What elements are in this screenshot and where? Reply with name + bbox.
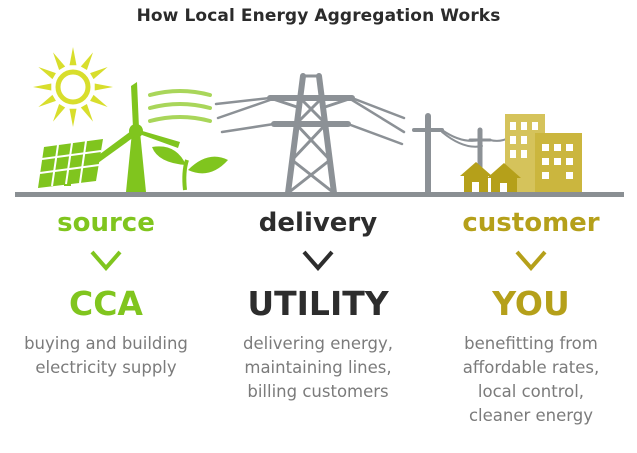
sun-ray — [38, 94, 56, 107]
house-icon — [460, 162, 521, 194]
description-line: buying and building — [24, 334, 188, 353]
sun-ray — [80, 52, 93, 70]
sun-ray — [53, 104, 66, 122]
sun-ray — [53, 52, 66, 70]
ground-line — [15, 192, 624, 197]
sun-ray — [38, 67, 56, 80]
sun-ray — [69, 108, 77, 127]
description-line: cleaner energy — [468, 406, 594, 425]
sun-ray — [90, 67, 108, 80]
wind-lines — [148, 89, 212, 123]
column-delivery: delivery UTILITY delivering energy, main… — [212, 206, 424, 404]
role-label-source: source — [57, 208, 155, 238]
description-customer: benefitting from affordable rates, local… — [425, 332, 637, 428]
sun-ray — [69, 47, 77, 66]
description-line: local control, — [477, 382, 585, 401]
chevron-down-icon — [0, 240, 212, 280]
solar-panel-icon — [38, 139, 103, 188]
description-line: affordable rates, — [462, 358, 600, 377]
sun-icon — [33, 47, 113, 127]
chevron-down-icon — [425, 240, 637, 280]
building-icon — [505, 114, 582, 194]
description-line: delivering energy, — [243, 334, 393, 353]
sun-ray — [90, 94, 108, 107]
column-customer: customer YOU benefitting from affordable… — [425, 206, 637, 428]
entity-label-you: YOU — [492, 284, 570, 323]
column-source: source CCA buying and building electrici… — [0, 206, 212, 380]
leaf-icon — [152, 146, 228, 191]
chevron-down-icon — [212, 240, 424, 280]
entity-label-cca: CCA — [69, 284, 143, 323]
description-line: benefitting from — [464, 334, 598, 353]
description-source: buying and building electricity supply — [0, 332, 212, 380]
transmission-tower-icon — [214, 73, 406, 196]
role-label-customer: customer — [462, 208, 600, 238]
illustration — [15, 47, 624, 197]
description-line: electricity supply — [35, 358, 177, 377]
wind-turbine-icon — [96, 82, 180, 192]
description-line: maintaining lines, — [244, 358, 392, 377]
sun-ray — [80, 104, 93, 122]
entity-label-utility: UTILITY — [247, 284, 389, 323]
role-label-delivery: delivery — [258, 208, 378, 238]
sun-ray — [94, 83, 113, 91]
diagram-title: How Local Energy Aggregation Works — [136, 6, 501, 26]
description-line: billing customers — [247, 382, 389, 401]
sun-ray — [33, 83, 52, 91]
description-delivery: delivering energy, maintaining lines, bi… — [212, 332, 424, 404]
